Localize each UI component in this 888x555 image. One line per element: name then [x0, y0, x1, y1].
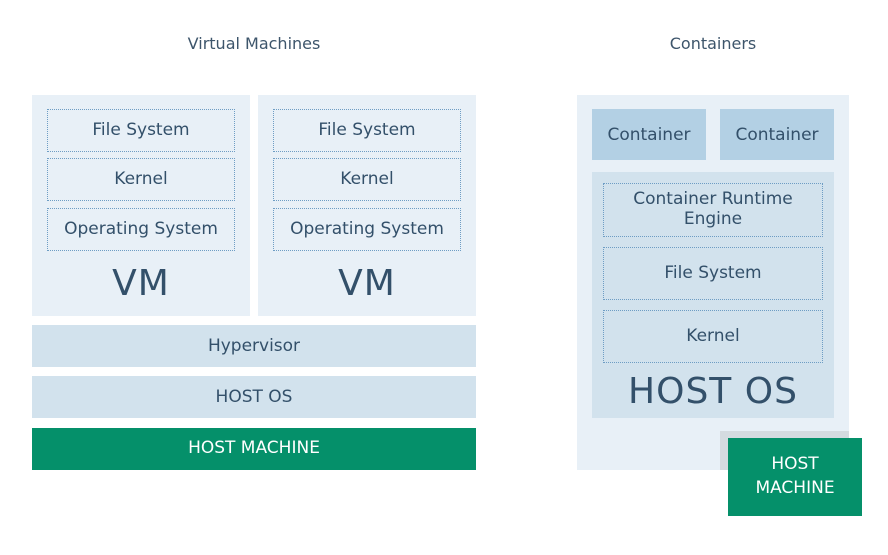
- vm1-label: VM: [112, 262, 170, 304]
- vm2-label: VM: [338, 262, 396, 304]
- vm1-kernel: Kernel: [47, 158, 235, 201]
- vm-host-os-bar: HOST OS: [32, 376, 476, 418]
- vm-host-machine-bar: HOST MACHINE: [32, 428, 476, 470]
- container-host-os-label: HOST OS: [628, 370, 798, 412]
- container-runtime-engine: Container Runtime Engine: [603, 183, 823, 237]
- vm1-file-system: File System: [47, 109, 235, 152]
- vm2-operating-system: Operating System: [273, 208, 461, 251]
- vm1-operating-system: Operating System: [47, 208, 235, 251]
- container-box-2: Container: [720, 109, 834, 160]
- hypervisor-bar: Hypervisor: [32, 325, 476, 367]
- container-host-machine-label: HOST MACHINE: [755, 454, 835, 498]
- container-box-1: Container: [592, 109, 706, 160]
- vm-panel-1: [32, 95, 250, 316]
- vm-section-title: Virtual Machines: [187, 34, 321, 53]
- vm2-file-system: File System: [273, 109, 461, 152]
- container-host-machine-box: HOST MACHINE: [728, 438, 862, 516]
- container-kernel: Kernel: [603, 310, 823, 363]
- container-file-system: File System: [603, 247, 823, 300]
- vm-panel-2: [258, 95, 476, 316]
- container-section-title: Containers: [669, 34, 757, 53]
- vm2-kernel: Kernel: [273, 158, 461, 201]
- container-host-os-panel: [592, 172, 834, 418]
